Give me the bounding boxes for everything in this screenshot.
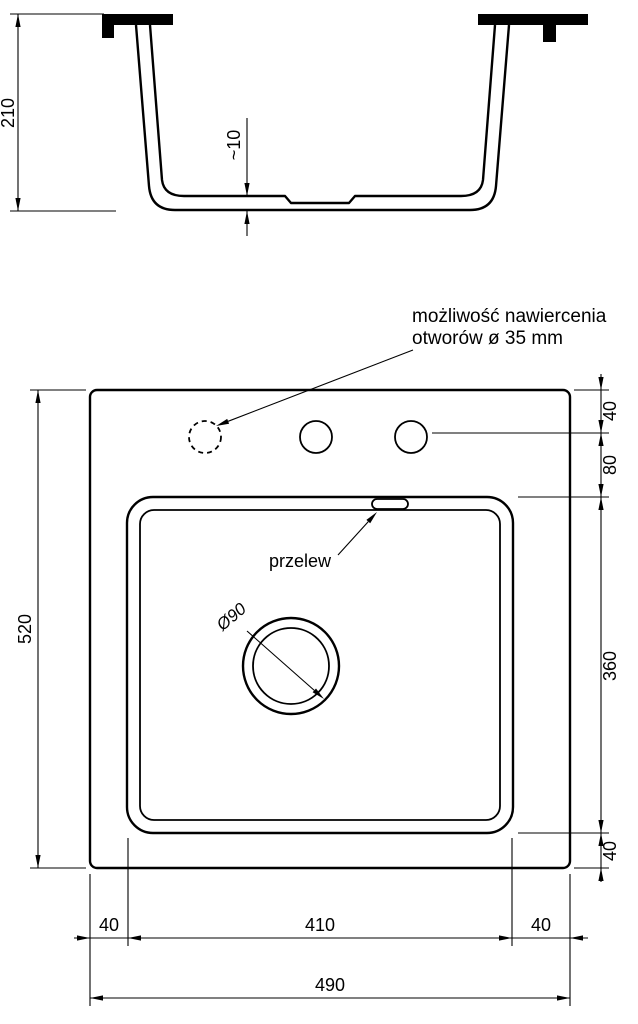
arrowhead-down — [598, 377, 604, 390]
arrowhead-up — [244, 211, 250, 224]
overflow-arrowhead — [366, 512, 377, 524]
annotations: możliwość nawiercenia otworów ø 35 mm pr… — [212, 306, 607, 699]
arrowhead-right — [499, 935, 512, 941]
overflow-leader-line — [337, 521, 369, 556]
arrowhead-down — [598, 420, 604, 433]
faucet-hole-2 — [394, 420, 428, 454]
dim-label-520: 520 — [15, 614, 35, 644]
arrowhead-down — [35, 855, 41, 868]
arrowhead-down — [598, 484, 604, 497]
right-rim-flange — [478, 14, 588, 25]
drill-note-arrowhead — [216, 418, 230, 426]
optional-drill-hole — [188, 420, 222, 454]
drill-note-line2: otworów ø 35 mm — [412, 328, 563, 349]
bowl-inner-edge — [139, 509, 501, 821]
drain-outer-circle — [241, 616, 341, 716]
arrowhead-left — [570, 935, 583, 941]
arrowhead-up — [598, 833, 604, 846]
arrowhead-down — [598, 820, 604, 833]
left-rim-flange — [102, 14, 173, 38]
top-view — [88, 388, 572, 870]
drill-note-leader-line — [227, 349, 414, 422]
faucet-hole-1 — [299, 420, 333, 454]
drain-inner-circle — [252, 627, 330, 705]
dim-label-360: 360 — [600, 651, 620, 681]
drill-note-line1: możliwość nawiercenia — [412, 306, 607, 327]
arrowhead-up — [15, 14, 21, 27]
overflow-slot — [371, 498, 409, 510]
dim-label-490: 490 — [315, 975, 345, 995]
dimension-bottom-stack: 40 410 40 490 — [74, 838, 588, 1006]
drain-arrowhead — [312, 688, 324, 699]
tub-outer-profile — [134, 24, 511, 212]
dim-label-40-right: 40 — [531, 915, 551, 935]
arrowhead-up — [35, 390, 41, 403]
bowl-outer-edge — [125, 495, 515, 835]
dim-label-410: 410 — [305, 915, 335, 935]
dim-label-40-top: 40 — [600, 401, 620, 421]
arrowhead-right — [77, 935, 90, 941]
right-rim-flange-lip — [543, 25, 556, 42]
dimension-bottom-thickness: ~10 — [224, 118, 250, 236]
dimension-overall-height: 520 — [15, 389, 86, 869]
dim-label-40-left: 40 — [99, 915, 119, 935]
arrowhead-down — [15, 198, 21, 211]
sink-outline — [88, 388, 572, 870]
dim-label-210: 210 — [0, 98, 18, 128]
dimension-right-stack: 40 80 360 40 — [432, 374, 620, 882]
dim-label-40-bottom: 40 — [600, 841, 620, 861]
arrowhead-up — [598, 433, 604, 446]
arrowhead-right — [557, 995, 570, 1001]
arrowhead-up — [598, 868, 604, 881]
overflow-label: przelew — [269, 551, 332, 571]
dimension-section-height: 210 — [0, 13, 116, 212]
drain-leader-line — [246, 630, 315, 691]
arrowhead-left — [128, 935, 141, 941]
drain-diameter-label: Ø90 — [212, 599, 250, 635]
arrowhead-up — [598, 497, 604, 510]
arrowhead-left — [90, 995, 103, 1001]
dim-label-80: 80 — [600, 455, 620, 475]
dim-label-10: ~10 — [224, 130, 244, 161]
arrowhead-down — [244, 183, 250, 196]
tub-inner-profile — [148, 24, 497, 205]
cross-section-view: 210 ~10 — [0, 13, 588, 236]
